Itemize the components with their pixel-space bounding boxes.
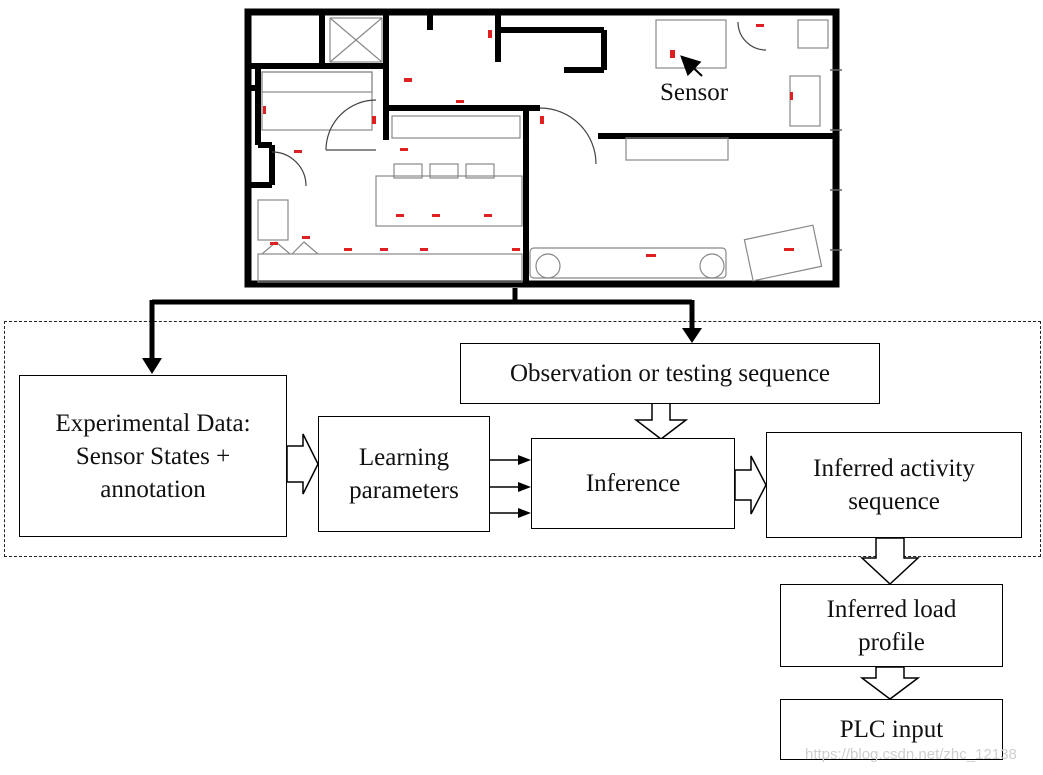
arrowhead-to-experimental-data (142, 358, 162, 374)
thick-feed-lines (149, 288, 695, 360)
learning-parameters-line-2: parameters (349, 477, 459, 504)
doors (271, 21, 767, 187)
hollow-arrow-data-to-learning (286, 433, 319, 495)
experimental-data-line-3: annotation (100, 475, 206, 503)
sensor-pointer-arrow (680, 55, 703, 77)
inferred-activity-line-1: Inferred activity (813, 455, 975, 482)
hollow-arrow-inference-to-activity (734, 455, 767, 515)
hollow-arrow-observation-to-inference (633, 402, 689, 440)
plc-input-box: PLC input (780, 699, 1003, 760)
inference-box: Inference (531, 438, 735, 529)
outer-wall (244, 8, 840, 288)
inferred-load-line-1: Inferred load (826, 595, 957, 623)
plc-input-label: PLC input (839, 716, 944, 743)
parameter-arrows (490, 459, 520, 514)
inferred-activity-line-2: sequence (848, 488, 940, 515)
sensors (263, 24, 794, 257)
inferred-activity-box: Inferred activity sequence (766, 432, 1022, 538)
experimental-data-box: Experimental Data: Sensor States + annot… (19, 375, 287, 537)
sensor-label: Sensor (660, 79, 729, 106)
experimental-data-line-1: Experimental Data: (55, 409, 251, 437)
furniture (257, 17, 829, 283)
inferred-load-profile-box: Inferred load profile (780, 584, 1003, 667)
windows (830, 69, 842, 251)
hollow-arrow-load-to-plc (859, 666, 921, 700)
experimental-data-line-2: Sensor States + (75, 442, 231, 470)
parameter-arrowheads (518, 455, 531, 518)
inference-label: Inference (585, 470, 681, 497)
hollow-arrow-activity-to-load (860, 537, 920, 586)
arrowhead-to-observation (682, 328, 702, 343)
inferred-load-line-2: profile (858, 628, 925, 656)
observation-sequence-label: Observation or testing sequence (509, 360, 831, 387)
watermark: https://blog.csdn.net/zhc_12138 (805, 746, 1017, 763)
learning-parameters-line-1: Learning (358, 444, 450, 471)
process-boundary (4, 321, 1041, 557)
observation-sequence-box: Observation or testing sequence (460, 343, 880, 404)
learning-parameters-box: Learning parameters (318, 416, 490, 532)
hollow-arrows (286, 402, 921, 700)
